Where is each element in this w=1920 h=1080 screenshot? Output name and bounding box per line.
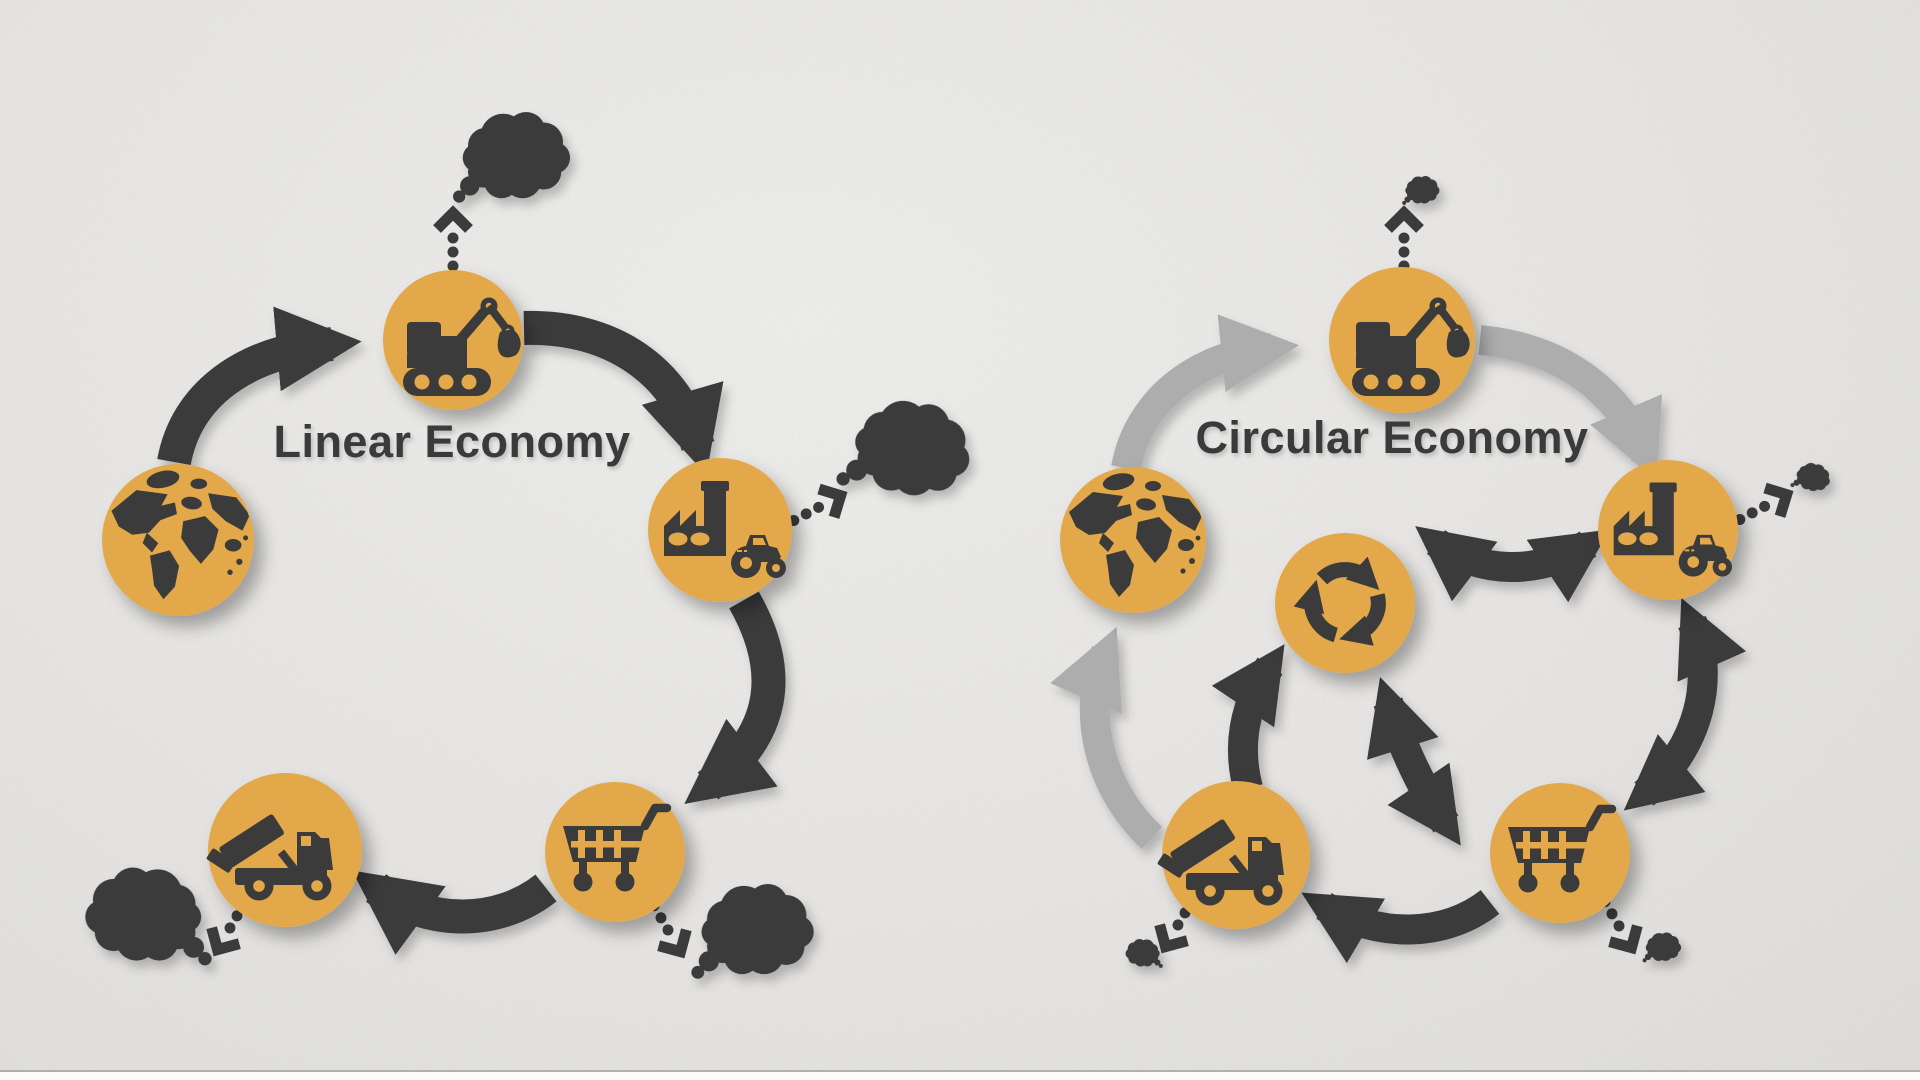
- gray-arrow-earth-to-excavator: [1111, 314, 1300, 472]
- circular-economy-title: Circular Economy: [1195, 412, 1589, 463]
- gray-arrow-truck-to-earth: [1050, 626, 1163, 849]
- node-recycling: [1275, 533, 1415, 673]
- node-production: [648, 458, 792, 602]
- node-extraction-circular: [1329, 267, 1475, 413]
- linear-economy-diagram: [85, 112, 980, 979]
- node-consumption: [545, 782, 685, 922]
- arrow-earth-to-excavator: [157, 306, 362, 466]
- paper-bottom-edge: [0, 1070, 1920, 1080]
- node-production-circular: [1598, 460, 1738, 600]
- arrow-recycle-cart-double: [1367, 676, 1461, 846]
- node-consumption-circular: [1490, 783, 1630, 923]
- node-disposal: [203, 773, 362, 927]
- gray-arrow-excavator-to-factory: [1478, 325, 1663, 482]
- circular-economy-diagram: [1050, 176, 1834, 968]
- arrow-factory-to-cart: [684, 591, 786, 804]
- node-extraction: [383, 270, 523, 410]
- arrow-cart-to-truck-circular: [1301, 889, 1500, 964]
- arrow-truck-to-recycle: [1211, 644, 1285, 792]
- linear-economy-title: Linear Economy: [273, 416, 631, 467]
- arrow-factory-cart-double: [1623, 598, 1747, 811]
- arrow-cart-to-truck: [351, 870, 557, 955]
- node-earth-circular: [1060, 467, 1206, 613]
- arrow-recycle-factory-double: [1415, 526, 1610, 603]
- node-earth: [102, 464, 254, 616]
- node-disposal-circular: [1154, 781, 1310, 929]
- arrow-excavator-to-factory: [523, 310, 724, 475]
